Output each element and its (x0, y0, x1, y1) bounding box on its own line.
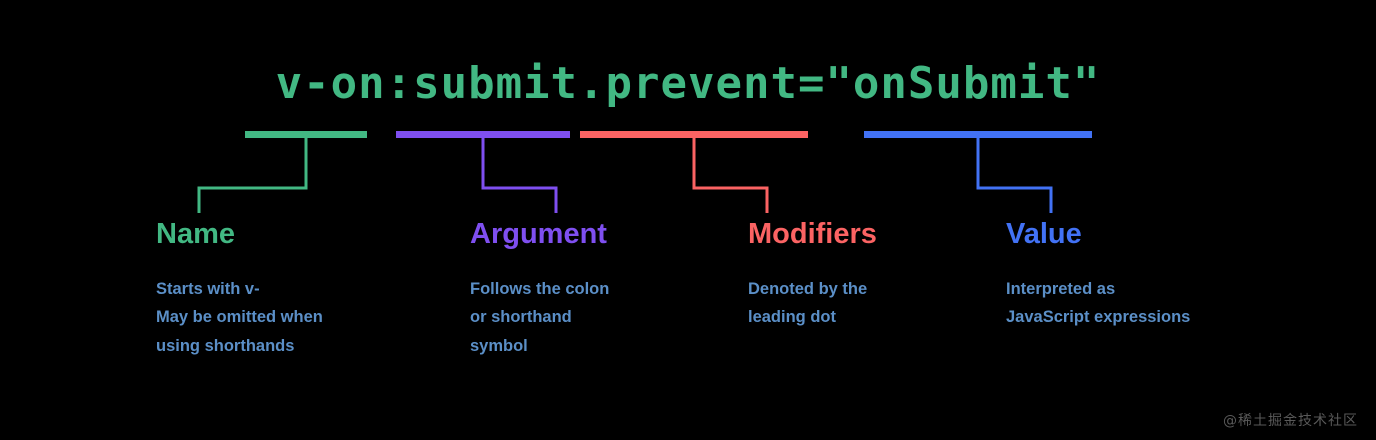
legend-description-line: Denoted by the (748, 280, 868, 298)
legend-heading-argument: Argument (470, 218, 607, 250)
legend-description-line: JavaScript expressions (1006, 308, 1191, 327)
legend-description-line: Interpreted as (1006, 280, 1116, 298)
legend-description-value: Interpreted as JavaScript expressions (1006, 275, 1190, 332)
segment-underline-value (864, 131, 1092, 138)
segment-elbow-name (197, 138, 308, 213)
watermark: @稀土掘金技术社区 (1223, 413, 1358, 429)
legend-description-modifiers: Denoted by the leading dot (748, 275, 877, 332)
legend-description-line: symbol (470, 336, 528, 355)
page-title: v-on:submit.prevent="onSubmit" (275, 58, 1101, 109)
legend-description-line: Follows the colon (470, 280, 610, 298)
legend-description-name: Starts with v- May be omitted when using s… (156, 275, 323, 360)
legend-description-line: leading dot (748, 308, 836, 327)
segment-elbow-argument (481, 138, 558, 213)
segment-elbow-value (976, 138, 1053, 213)
segment-elbow-modifiers (692, 138, 769, 213)
segment-underline-name (245, 131, 367, 138)
legend-heading-modifiers: Modifiers (748, 218, 877, 250)
legend-heading-name: Name (156, 218, 235, 250)
legend-description-line: using shorthands (156, 336, 295, 355)
legend-description-argument: Follows the colon or shorthand symbol (470, 275, 609, 360)
legend-heading-value: Value (1006, 218, 1082, 250)
legend-description-line: May be omitted when (156, 308, 323, 327)
segment-underline-modifiers (580, 131, 808, 138)
legend-description-line: or shorthand (470, 308, 572, 327)
legend-description-line: Starts with v- (156, 280, 260, 298)
segment-underline-argument (396, 131, 570, 138)
